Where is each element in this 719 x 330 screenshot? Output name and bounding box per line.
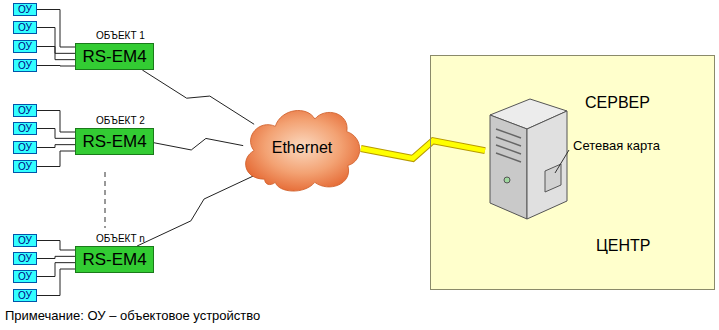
- object-device-box: ОУ: [13, 59, 37, 72]
- center-region-fill: [430, 55, 715, 290]
- controller-box: ОБЪЕКТ 1RS-EM4: [75, 43, 154, 70]
- object-device-box: ОУ: [13, 3, 37, 16]
- server-title: СЕРВЕР: [585, 93, 650, 112]
- object-heading: ОБЪЕКТ 1: [96, 30, 145, 42]
- server-face: [545, 164, 561, 192]
- device-label: ОУ: [18, 123, 32, 134]
- server-face: [490, 115, 527, 219]
- device-label: ОУ: [18, 161, 32, 172]
- power-button: [504, 177, 510, 183]
- network-link: [142, 70, 254, 124]
- network-name: Ethernet: [272, 138, 332, 157]
- object-device-box: ОУ: [13, 40, 37, 53]
- network-cloud: Ethernet: [238, 100, 366, 195]
- controller-box: ОБЪЕКТ nRS-EM4: [75, 246, 154, 273]
- object-device-box: ОУ: [13, 252, 37, 265]
- device-wire: [37, 256, 75, 258]
- controller-box: ОБЪЕКТ 2RS-EM4: [75, 128, 154, 155]
- device-wire: [37, 151, 75, 167]
- drive-slot: [496, 129, 521, 138]
- device-label: ОУ: [18, 60, 32, 71]
- object-device-box: ОУ: [13, 104, 37, 117]
- device-wire: [37, 10, 75, 48]
- server-face: [527, 111, 567, 219]
- network-link: [137, 174, 258, 246]
- continuation-dashes: [105, 172, 106, 228]
- object-device-box: ОУ: [13, 141, 37, 154]
- controller-name: RS-EM4: [82, 250, 146, 270]
- object-device-box: ОУ: [13, 122, 37, 135]
- device-label: ОУ: [18, 235, 32, 246]
- lightning-outline: [361, 141, 485, 159]
- object-heading: ОБЪЕКТ 2: [96, 115, 145, 127]
- device-wire: [37, 28, 75, 54]
- device-label: ОУ: [18, 253, 32, 264]
- device-label: ОУ: [18, 271, 32, 282]
- drive-slot: [496, 145, 521, 154]
- object-device-box: ОУ: [13, 289, 37, 302]
- object-device-box: ОУ: [13, 160, 37, 173]
- lightning-link: [361, 141, 485, 159]
- device-label: ОУ: [18, 290, 32, 301]
- device-wire: [37, 263, 75, 277]
- object-device-box: ОУ: [13, 270, 37, 283]
- device-wire: [37, 47, 75, 60]
- center-region: СЕРВЕР Сетевая картаЦЕНТР: [430, 55, 715, 290]
- network-card-label: Сетевая карта: [573, 138, 660, 153]
- controller-name: RS-EM4: [82, 47, 146, 67]
- device-wire: [37, 269, 75, 296]
- note-text: Примечание: ОУ – объектовое устройство: [5, 308, 260, 323]
- object-device-box: ОУ: [13, 234, 37, 247]
- drive-slot: [496, 137, 521, 146]
- cloud-outline: [246, 110, 360, 191]
- region-title: ЦЕНТР: [596, 236, 651, 255]
- device-wire: [37, 129, 75, 139]
- controller-name: RS-EM4: [82, 132, 146, 152]
- server-node: СЕРВЕР Сетевая карта: [485, 85, 710, 220]
- device-label: ОУ: [18, 142, 32, 153]
- leader-line: [555, 150, 569, 173]
- drive-slot: [496, 153, 521, 162]
- device-label: ОУ: [18, 22, 32, 33]
- object-device-box: ОУ: [13, 21, 37, 34]
- device-label: ОУ: [18, 4, 32, 15]
- device-label: ОУ: [18, 41, 32, 52]
- object-heading: ОБЪЕКТ n: [96, 233, 145, 245]
- device-wire: [37, 241, 75, 251]
- device-label: ОУ: [18, 105, 32, 116]
- device-wire: [37, 65, 75, 67]
- device-wire: [37, 145, 75, 148]
- network-link: [154, 138, 243, 150]
